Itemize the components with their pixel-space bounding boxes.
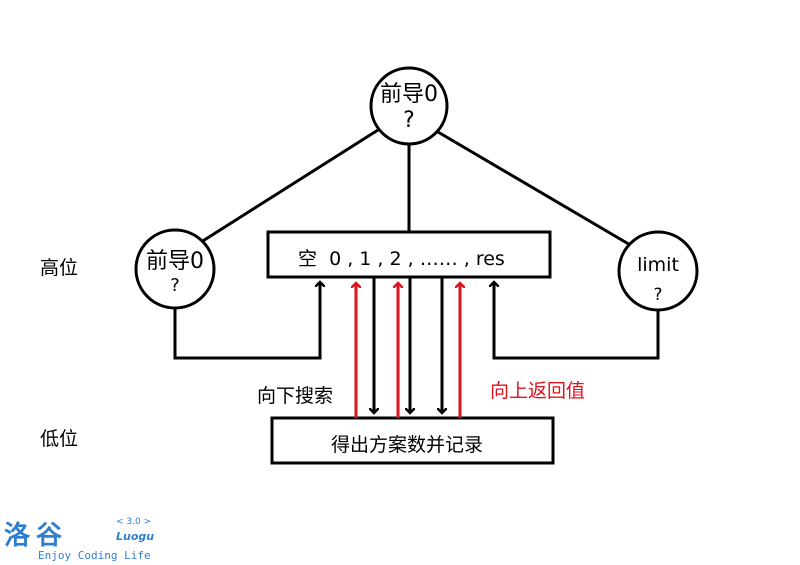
result-box	[270, 416, 555, 465]
edge-root-right	[437, 130, 633, 248]
edge-root-left	[197, 128, 379, 246]
root-node-line2: ?	[403, 108, 415, 133]
up-return-label: 向上返回值	[490, 380, 586, 402]
options-box-text: 空 0 , 1 , 2 , …… , res	[298, 248, 505, 270]
right-node-label: limit ?	[620, 250, 696, 310]
result-box-text: 得出方案数并记录	[331, 434, 484, 456]
luogu-logo-mark: 洛谷	[4, 521, 69, 551]
root-node	[369, 66, 449, 146]
high-bit-label: 高位	[40, 257, 79, 279]
root-node-line1: 前导0	[380, 82, 438, 107]
right-return-line	[494, 282, 660, 360]
root-node-label: 前导0 ?	[371, 82, 447, 134]
luogu-logo: 洛谷 < 3.0 > Luogu Enjoy Coding Life	[4, 515, 164, 562]
left-return-line	[173, 282, 320, 360]
low-bit-label: 低位	[40, 428, 79, 450]
luogu-logo-tagline: Enjoy Coding Life	[38, 549, 151, 562]
left-node-label: 前导0 ?	[137, 250, 213, 298]
luogu-logo-version: < 3.0 >	[116, 517, 152, 527]
down-search-label: 向下搜索	[257, 385, 334, 407]
options-box	[266, 230, 552, 279]
left-node-line2: ?	[170, 275, 180, 296]
right-node-line2: ?	[653, 285, 663, 305]
luogu-logo-latin: Luogu	[116, 530, 155, 543]
left-node-line1: 前导0	[146, 249, 204, 274]
right-node-line1: limit	[637, 254, 679, 276]
